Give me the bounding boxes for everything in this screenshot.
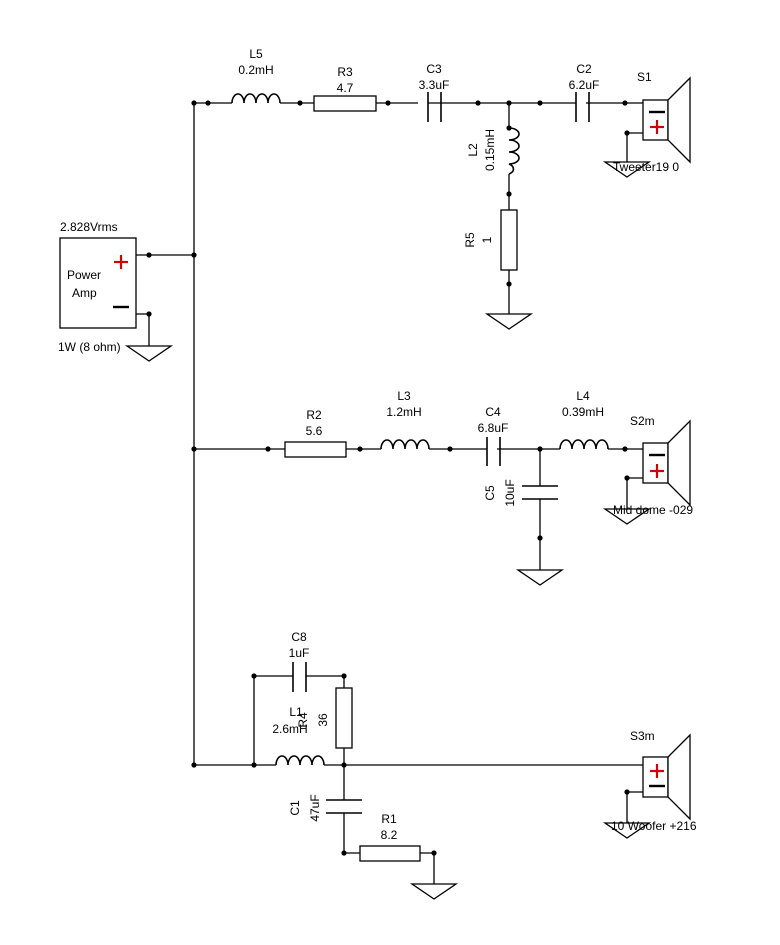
amp-power-rating: 1W (8 ohm) bbox=[58, 340, 121, 354]
svg-text:0.39mH: 0.39mH bbox=[562, 405, 604, 419]
svg-text:36: 36 bbox=[316, 713, 330, 727]
inductor-L5: L5 0.2mH bbox=[231, 47, 281, 104]
svg-text:C4: C4 bbox=[485, 405, 501, 419]
inductor-L4: L4 0.39mH bbox=[559, 389, 609, 450]
svg-text:2.6mH: 2.6mH bbox=[272, 722, 307, 736]
svg-text:R2: R2 bbox=[306, 408, 322, 422]
capacitor-C5: C5 10uF bbox=[483, 479, 558, 507]
resistor-R5: R5 1 bbox=[463, 209, 518, 271]
svg-text:Mid dome -029: Mid dome -029 bbox=[613, 503, 693, 517]
capacitor-C8: C8 1uF bbox=[289, 630, 310, 692]
svg-text:10 Woofer +216: 10 Woofer +216 bbox=[611, 819, 697, 833]
amplifier: 2.828Vrms Power Amp 1W (8 ohm) bbox=[58, 220, 194, 362]
svg-text:S2m: S2m bbox=[630, 414, 655, 428]
power-amp-box bbox=[59, 237, 137, 329]
amp-voltage: 2.828Vrms bbox=[60, 220, 118, 234]
svg-text:1: 1 bbox=[480, 236, 494, 243]
svg-text:1uF: 1uF bbox=[289, 646, 310, 660]
inductor-L2: L2 0.15mH bbox=[466, 127, 520, 175]
svg-text:L1: L1 bbox=[289, 705, 303, 719]
amp-plus-icon bbox=[114, 255, 128, 269]
resistor-R4: R4 36 bbox=[296, 687, 353, 749]
svg-text:8.2: 8.2 bbox=[381, 828, 398, 842]
svg-text:3.3uF: 3.3uF bbox=[419, 78, 450, 92]
tweeter-branch: L5 0.2mH R3 4.7 C3 3.3uF C2 6.2uF bbox=[194, 47, 691, 330]
mid-ground-symbol bbox=[517, 569, 563, 586]
speaker-S2m: S2m Mid dome -029 bbox=[604, 414, 693, 525]
svg-text:R1: R1 bbox=[381, 812, 397, 826]
amp-ground-symbol bbox=[126, 345, 172, 362]
svg-text:R5: R5 bbox=[463, 232, 477, 248]
svg-text:C2: C2 bbox=[576, 62, 592, 76]
capacitor-C3: C3 3.3uF bbox=[419, 62, 450, 122]
resistor-R1: R1 8.2 bbox=[359, 812, 421, 862]
svg-text:6.2uF: 6.2uF bbox=[569, 78, 600, 92]
resistor-R2: R2 5.6 bbox=[284, 408, 347, 458]
svg-text:0.15mH: 0.15mH bbox=[483, 129, 497, 171]
s1-plus-icon bbox=[650, 120, 664, 134]
inductor-L1: L1 2.6mH bbox=[272, 705, 325, 766]
svg-text:L3: L3 bbox=[397, 389, 411, 403]
svg-text:6.8uF: 6.8uF bbox=[478, 421, 509, 435]
svg-text:L2: L2 bbox=[466, 143, 480, 157]
mid-branch: R2 5.6 L3 1.2mH C4 6.8uF L4 0.39mH C5 bbox=[194, 389, 693, 586]
capacitor-C1: C1 47uF bbox=[288, 794, 362, 822]
svg-text:C1: C1 bbox=[288, 800, 302, 816]
svg-text:C8: C8 bbox=[291, 630, 307, 644]
svg-text:L4: L4 bbox=[576, 389, 590, 403]
amp-name-line1: Power bbox=[67, 268, 101, 282]
tweeter-ground-symbol bbox=[486, 313, 532, 330]
svg-text:1.2mH: 1.2mH bbox=[386, 405, 421, 419]
svg-text:0.2mH: 0.2mH bbox=[238, 63, 273, 77]
svg-text:47uF: 47uF bbox=[308, 794, 322, 821]
svg-text:R3: R3 bbox=[337, 65, 353, 79]
s2m-plus-icon bbox=[650, 464, 664, 478]
svg-text:5.6: 5.6 bbox=[306, 424, 323, 438]
capacitor-C2: C2 6.2uF bbox=[569, 62, 600, 122]
amp-name-line2: Amp bbox=[72, 286, 97, 300]
inductor-L3: L3 1.2mH bbox=[380, 389, 430, 450]
svg-text:R4: R4 bbox=[296, 712, 310, 728]
speaker-S3m: S3m 10 Woofer +216 bbox=[604, 729, 697, 839]
resistor-R3: R3 4.7 bbox=[313, 65, 377, 112]
svg-text:Tweeter19 0: Tweeter19 0 bbox=[613, 160, 679, 174]
svg-text:S3m: S3m bbox=[630, 729, 655, 743]
speaker-S1: S1 Tweeter19 0 bbox=[604, 70, 691, 178]
s3m-plus-icon bbox=[650, 764, 664, 778]
main-bus bbox=[191, 100, 197, 768]
svg-text:L5: L5 bbox=[249, 47, 263, 61]
svg-text:S1: S1 bbox=[637, 70, 652, 84]
woofer-branch: C8 1uF R4 36 L1 2.6mH C1 47uF R1 8.2 bbox=[194, 630, 697, 900]
svg-text:10uF: 10uF bbox=[503, 479, 517, 506]
svg-text:4.7: 4.7 bbox=[337, 81, 354, 95]
capacitor-C4: C4 6.8uF bbox=[478, 405, 509, 466]
woofer-ground-symbol bbox=[411, 883, 457, 900]
svg-text:C5: C5 bbox=[483, 485, 497, 501]
svg-text:C3: C3 bbox=[426, 62, 442, 76]
